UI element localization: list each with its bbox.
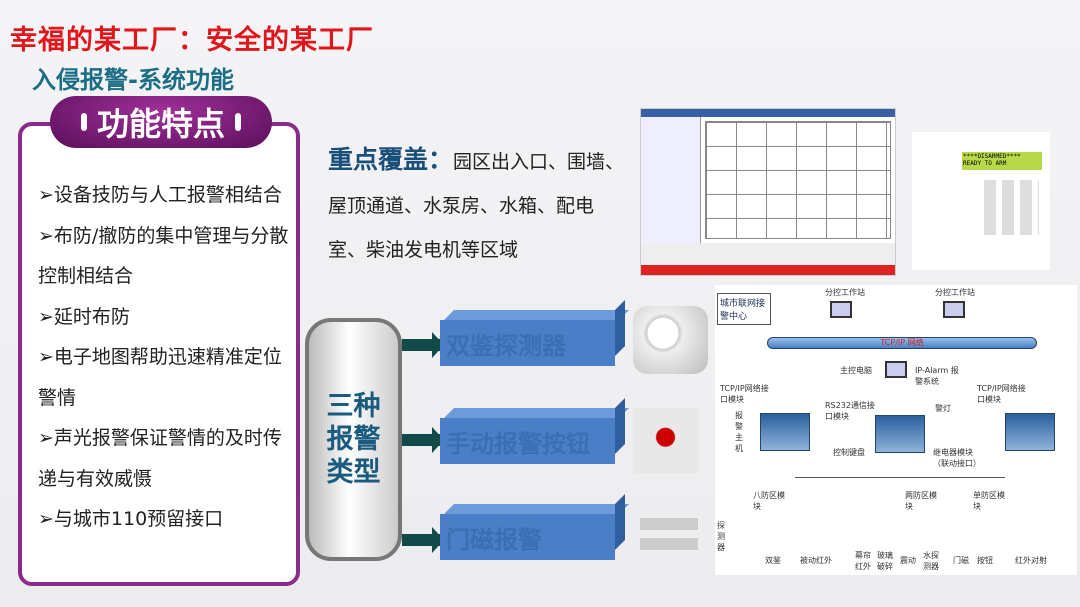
coverage-text: 重点覆盖：园区出入口、围墙、屋顶通道、水泵房、水箱、配电室、柴油发电机等区域 bbox=[328, 138, 628, 272]
alarm-type-door-contact: 门磁报警 bbox=[440, 514, 615, 560]
arrow-icon bbox=[402, 332, 444, 358]
feature-item: ➢声光报警保证警情的及时传递与有效威慑 bbox=[38, 427, 282, 490]
diagram-label: 单防区模块 bbox=[973, 491, 1005, 511]
manual-button-image bbox=[633, 408, 698, 473]
feature-item: ➢与城市110预留接口 bbox=[38, 508, 224, 530]
diagram-label: 门磁 bbox=[953, 556, 969, 565]
coverage-areas: 园区出入口、围墙、屋顶通道、水泵房、水箱、配电室、柴油发电机等区域 bbox=[328, 151, 625, 261]
diagram-label: 两防区模块 bbox=[905, 491, 937, 511]
alarm-host-image bbox=[760, 413, 810, 451]
arrow-icon bbox=[402, 427, 444, 453]
feature-item: ➢设备技防与人工报警相结合 bbox=[38, 184, 282, 206]
diagram-label: 幕帘红外 bbox=[855, 551, 871, 571]
features-list: ➢设备技防与人工报警相结合 ➢布防/撤防的集中管理与分散控制相结合 ➢延时布防 … bbox=[38, 175, 296, 540]
diagram-label: 双鉴 bbox=[765, 556, 781, 565]
door-contact-image bbox=[640, 538, 698, 550]
diagram-label: 继电器模块（联动接口） bbox=[933, 448, 981, 468]
diagram-label: 水探测器 bbox=[923, 551, 939, 571]
dot-icon bbox=[235, 113, 241, 131]
diagram-label: 报警主机 bbox=[735, 411, 743, 453]
diagram-label: 城市联网接警中心 bbox=[717, 293, 771, 325]
diagram-label: 八防区模块 bbox=[753, 491, 785, 511]
diagram-label: RS232通信接口模块 bbox=[825, 401, 875, 421]
alarm-host-image bbox=[1005, 413, 1055, 451]
dot-icon bbox=[80, 113, 87, 131]
features-heading-text: 功能特点 bbox=[96, 105, 225, 143]
alarm-keypad: ****DISARMED**** READY TO ARM bbox=[912, 132, 1050, 270]
diagram-label: TCP/IP网络接口模块 bbox=[977, 384, 1026, 404]
diagram-label: 警灯 bbox=[935, 404, 951, 413]
feature-item: ➢布防/撤防的集中管理与分散控制相结合 bbox=[38, 224, 289, 288]
diagram-label: 分控工作站 bbox=[825, 288, 865, 297]
computer-icon bbox=[830, 301, 852, 318]
diagram-label: 分控工作站 bbox=[935, 288, 975, 297]
diagram-label: 被动红外 bbox=[800, 556, 832, 565]
slide-subtitle: 入侵报警-系统功能 bbox=[32, 66, 234, 94]
door-contact-image bbox=[640, 518, 698, 530]
alarm-type-dual-detector: 双鉴探测器 bbox=[440, 320, 615, 366]
arrow-icon bbox=[402, 527, 444, 553]
system-diagram: 城市联网接警中心 分控工作站 分控工作站 TCP/IP 网络 主控电脑 IP-A… bbox=[715, 285, 1077, 575]
dual-detector-image bbox=[633, 306, 708, 374]
computer-icon bbox=[885, 361, 907, 378]
features-heading: 功能特点 bbox=[50, 96, 272, 148]
diagram-label: 探测器 bbox=[717, 521, 725, 552]
software-screenshot bbox=[640, 108, 896, 276]
diagram-label: 红外对射 bbox=[1015, 556, 1047, 565]
coverage-label: 重点覆盖： bbox=[328, 145, 454, 174]
alarm-host-image bbox=[875, 415, 925, 453]
diagram-label: 震动 bbox=[900, 556, 916, 565]
computer-icon bbox=[943, 301, 965, 318]
diagram-label: 按钮 bbox=[977, 556, 993, 565]
diagram-label: IP-Alarm 报警系统 bbox=[915, 366, 959, 386]
diagram-label: 控制键盘 bbox=[833, 448, 865, 457]
features-panel bbox=[18, 122, 300, 586]
keypad-display: ****DISARMED**** READY TO ARM bbox=[962, 152, 1042, 170]
feature-item: ➢延时布防 bbox=[38, 305, 130, 328]
slide-title: 幸福的某工厂：安全的某工厂 bbox=[10, 25, 374, 56]
feature-item: ➢电子地图帮助迅速精准定位警情 bbox=[38, 346, 282, 409]
diagram-label: TCP/IP网络接口模块 bbox=[720, 384, 769, 404]
network-bus: TCP/IP 网络 bbox=[767, 337, 1037, 349]
diagram-label: 玻璃破碎 bbox=[877, 551, 893, 571]
alarm-type-manual-button: 手动报警按钮 bbox=[440, 418, 615, 464]
diagram-label: 主控电脑 bbox=[840, 366, 872, 375]
alarm-types-label: 三种报警类型 bbox=[305, 318, 402, 561]
